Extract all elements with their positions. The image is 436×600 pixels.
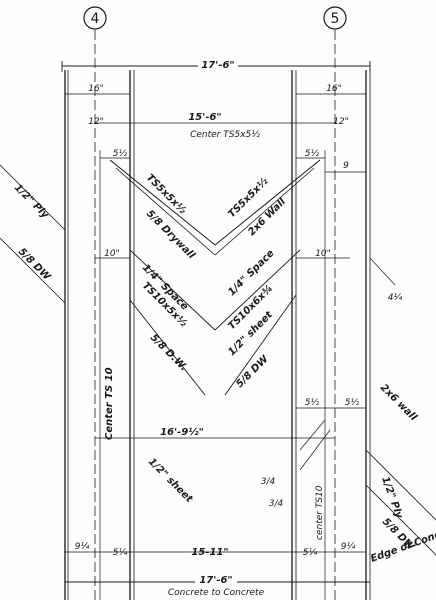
note-center-ts10-b: center TS10: [315, 485, 325, 540]
dim-text-lower-right-small: 5½: [345, 398, 360, 408]
dim-mid-span: 16'-9½": [95, 426, 335, 439]
dim-bottom-row: 9¼ 5¼ 15-11" 5¼ 9¼: [65, 542, 366, 558]
dim-text-right-ten: 10": [315, 249, 331, 259]
grid-label-right: 5: [331, 11, 340, 27]
dim-text-mid-span: 16'-9½": [160, 426, 204, 438]
dim-text-left-col: 16": [88, 84, 104, 94]
note-ply-left: 1/2" Ply: [12, 182, 51, 221]
dim-left-col: 16": [65, 84, 130, 95]
note-ply-right: 1/2" Ply: [379, 475, 404, 520]
dim-text-bottom-caption: Concrete to Concrete: [168, 588, 265, 598]
leaders-left: [0, 164, 66, 304]
dim-text-bottom-right-b: 9¼: [341, 542, 356, 552]
leaders-right: [365, 449, 436, 556]
dim-ten: 10" 10" 4¼: [95, 249, 402, 303]
note-wall-2x6-b: 2x6 wall: [378, 382, 419, 423]
dim-right-col: 16": [296, 84, 366, 95]
dim-text-lower-left-small: 5½: [305, 398, 320, 408]
svg-text:5/8 DW: 5/8 DW: [234, 353, 271, 390]
dim-text-left-small: 5½: [113, 149, 128, 159]
svg-text:1/2" Ply: 1/2" Ply: [12, 182, 51, 221]
dim-text-bottom-left-a: 9¼: [75, 542, 90, 552]
note-left-dw: 5/8 D.W.: [148, 332, 189, 373]
grid-bubble-right: 5: [323, 6, 347, 30]
svg-text:1/2" Ply: 1/2" Ply: [379, 475, 404, 520]
grid-bubble-left: 4: [83, 6, 107, 30]
dim-text-bottom-right-a: 5¼: [303, 548, 318, 558]
dim-lower-right: 5½ 5½ 3/4 3/4: [261, 398, 366, 509]
svg-text:1/2" sheet: 1/2" sheet: [146, 456, 195, 505]
dim-text-center-label: Center TS5x5½: [190, 130, 260, 140]
dim-text-right-quarter: 4¼: [388, 293, 403, 303]
svg-text:2x6 wall: 2x6 wall: [378, 382, 419, 423]
dim-text-overall-top: 17'-6": [201, 60, 234, 71]
dim-text-overall-bottom: 17'-6": [199, 575, 232, 586]
dim-text-three-quarter: 3/4: [261, 477, 276, 487]
dim-text-left-ten: 10": [104, 249, 120, 259]
chevron-lines: [109, 159, 321, 396]
dim-text-left-offset: 12": [88, 117, 104, 127]
dim-overall-top: 17'-6": [61, 56, 371, 72]
svg-text:center TS10: center TS10: [315, 485, 325, 540]
note-left-sheet: 1/2" sheet: [146, 456, 195, 505]
dim-text-right-col: 16": [326, 84, 342, 94]
inner-stud-lines: [99, 150, 326, 600]
dim-overall-bottom: 17'-6" Concrete to Concrete: [65, 572, 370, 598]
svg-text:Center TS 10: Center TS 10: [104, 367, 115, 440]
note-center-ts10: Center TS 10: [104, 367, 115, 440]
right-column: [291, 70, 371, 600]
svg-text:5/8 D.W.: 5/8 D.W.: [148, 332, 189, 373]
dim-text-right-nine: 9: [343, 161, 349, 171]
dim-small-top: 5½ 5½ 9: [100, 149, 366, 173]
note-right-dw: 5/8 DW: [234, 353, 271, 390]
dim-center-span: 15'-6" Center TS5x5½ 12" 12": [88, 112, 349, 140]
dim-text-bottom-left-b: 5¼: [113, 548, 128, 558]
dim-text-right-small: 5½: [305, 149, 320, 159]
dim-text-bottom-center: 15-11": [191, 547, 228, 558]
note-dw-left: 5/8 DW: [16, 246, 53, 283]
dim-text-right-offset: 12": [333, 117, 349, 127]
dim-text-three-quarter-b: 3/4: [269, 499, 284, 509]
svg-text:5/8 DW: 5/8 DW: [16, 246, 53, 283]
grid-label-left: 4: [91, 11, 100, 27]
dim-text-center-span: 15'-6": [188, 112, 221, 123]
